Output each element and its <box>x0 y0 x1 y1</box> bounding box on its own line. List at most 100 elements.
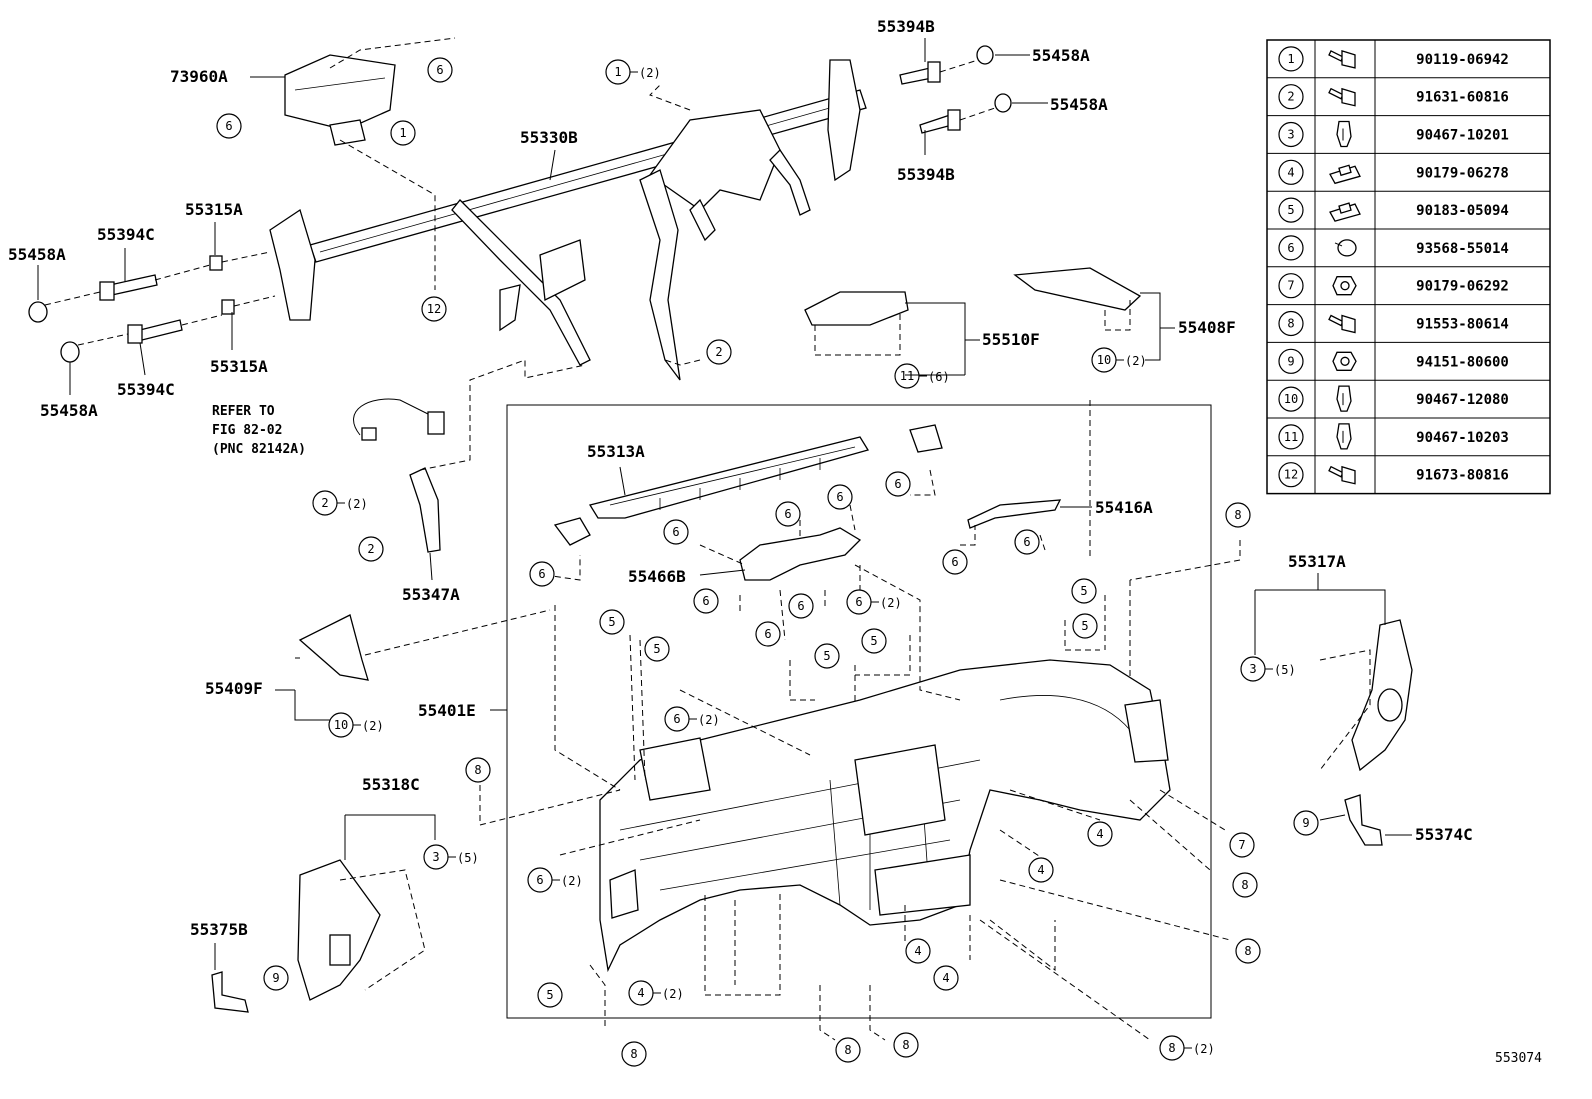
callout-number: 9 <box>1302 816 1309 830</box>
callout-quantity: (5) <box>457 851 479 865</box>
label-55458A-r2: 55458A <box>1050 95 1108 114</box>
callout-number: 6 <box>673 712 680 726</box>
bolt-icon <box>1328 465 1356 485</box>
callout-6: 6 <box>216 113 242 139</box>
label-55458A-l2: 55458A <box>40 401 98 420</box>
callout-7: 7 <box>1229 832 1255 858</box>
fastener-part-number: 91553-80614 <box>1416 317 1509 333</box>
fastener-number: 11 <box>1284 430 1298 444</box>
fastener-part-number: 90179-06278 <box>1416 165 1509 181</box>
fastener-number: 3 <box>1287 128 1294 142</box>
fastener-number-circle <box>1278 84 1304 110</box>
retainer-right <box>909 424 943 453</box>
callout-6: 6(2) <box>527 867 583 893</box>
callout-2: 2 <box>706 339 732 365</box>
nut-clip-icon <box>1329 164 1361 185</box>
fastener-number: 6 <box>1287 241 1294 255</box>
refer-note-line-2: FIG 82-02 <box>212 423 282 438</box>
wire-harness <box>353 398 445 441</box>
nut-icon <box>1332 276 1357 296</box>
callout-1: 1 (2) <box>605 59 661 85</box>
callout-8: 8 <box>1225 502 1251 528</box>
callout-10: 10 (2) <box>1091 347 1147 373</box>
callout-number: 1 <box>614 65 621 79</box>
callout-quantity: (2) <box>362 719 384 733</box>
defroster-nozzle-55313A <box>588 436 870 519</box>
instrument-panel-55401E <box>599 659 1171 973</box>
callout-number: 12 <box>427 302 441 316</box>
fastener-number-circle <box>1278 462 1304 488</box>
callout-number: 6 <box>538 567 545 581</box>
fastener-number: 10 <box>1284 392 1298 406</box>
bracket-55466B <box>739 527 862 581</box>
label-55458A-r1: 55458A <box>1032 46 1090 65</box>
bolt-55394B-mid <box>919 93 1012 134</box>
fastener-part-number: 90467-10203 <box>1416 430 1509 446</box>
side-cover-55318C <box>297 859 426 1001</box>
label-55375B: 55375B <box>190 920 248 939</box>
callout-number: 5 <box>653 642 660 656</box>
callout-number: 5 <box>1080 584 1087 598</box>
callout-number: 10 <box>1097 353 1111 367</box>
callout-8: 8 <box>621 1041 647 1067</box>
callout-number: 3 <box>432 850 439 864</box>
refer-note-line-3: (PNC 82142A) <box>212 442 306 457</box>
fastener-part-number: 90119-06942 <box>1416 52 1509 68</box>
fastener-part-number: 90467-12080 <box>1416 392 1509 408</box>
fastener-number: 12 <box>1284 468 1298 482</box>
bracket-55347A <box>409 467 441 553</box>
callout-number: 8 <box>474 763 481 777</box>
callout-number: 10 <box>334 718 348 732</box>
label-55394C-top: 55394C <box>97 225 155 244</box>
nut-clip-icon <box>1329 202 1361 222</box>
fastener-number-circle <box>1278 424 1304 450</box>
callout-number: 8 <box>1244 944 1251 958</box>
bolt-55394B-top <box>899 45 994 85</box>
callout-number: 1 <box>399 126 406 140</box>
label-55466B: 55466B <box>628 567 686 586</box>
callout-quantity: (2) <box>880 596 902 610</box>
fastener-part-number: 90467-10201 <box>1416 128 1509 144</box>
callout-number: 8 <box>1241 878 1248 892</box>
fastener-part-number: 90179-06292 <box>1416 279 1509 295</box>
fastener-number-circle <box>1278 273 1304 299</box>
callout-quantity: (2) <box>639 66 661 80</box>
callout-number: 4 <box>637 986 644 1000</box>
callout-number: 6 <box>702 594 709 608</box>
cover-55409F <box>298 614 369 681</box>
callout-8: 8 <box>1235 938 1261 964</box>
callout-quantity: (2) <box>346 497 368 511</box>
label-55458A-l1: 55458A <box>8 245 66 264</box>
label-55347A: 55347A <box>402 585 460 604</box>
callout-quantity: (2) <box>1125 354 1147 368</box>
callout-9: 9 <box>1293 810 1319 836</box>
fastener-number-circle <box>1278 386 1304 412</box>
fastener-part-number: 93568-55014 <box>1416 241 1509 257</box>
retainer-left <box>553 517 591 546</box>
callout-6: 6(2) <box>846 589 902 615</box>
callout-1: 1 <box>390 120 416 146</box>
callout-number: 6 <box>1023 535 1030 549</box>
callout-number: 11 <box>900 369 914 383</box>
callout-6: 6 <box>529 561 555 587</box>
callout-8: 8 <box>835 1037 861 1063</box>
callout-number: 8 <box>1234 508 1241 522</box>
callout-number: 2 <box>321 496 328 510</box>
callout-number: 6 <box>764 627 771 641</box>
label-leaders <box>37 38 1412 970</box>
fastener-number-circle <box>1278 159 1304 185</box>
callout-number: 6 <box>836 490 843 504</box>
fastener-number-circle <box>1278 310 1304 337</box>
callout-number: 6 <box>536 873 543 887</box>
callout-5: 5 <box>1072 613 1098 639</box>
callout-number: 5 <box>1081 619 1088 633</box>
callout-number: 9 <box>272 971 279 985</box>
callout-number: 4 <box>1096 827 1103 841</box>
callout-number: 4 <box>914 944 921 958</box>
fastener-row: 6 93568-55014 <box>1278 235 1509 261</box>
fastener-number-circle <box>1278 121 1304 148</box>
box-55510F <box>804 291 909 356</box>
callout-12: 12 <box>421 296 447 322</box>
